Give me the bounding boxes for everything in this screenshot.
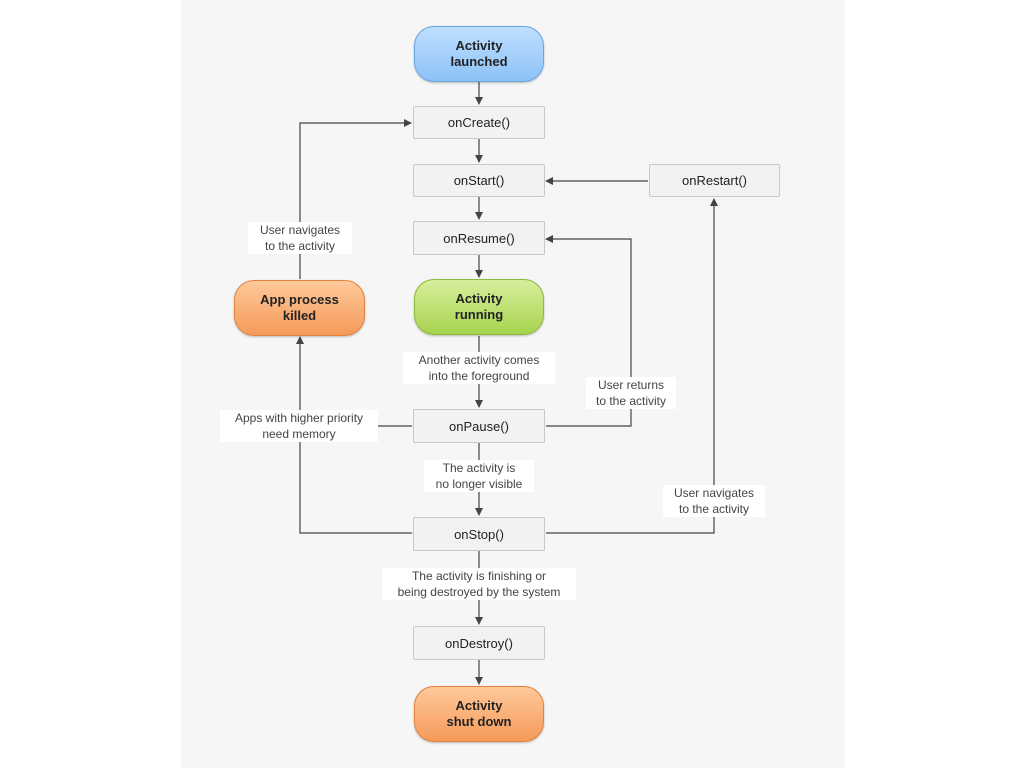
method-onresume[interactable]: onResume() bbox=[413, 221, 545, 255]
method-onrestart[interactable]: onRestart() bbox=[649, 164, 780, 197]
state-app-process-killed: App process killed bbox=[234, 280, 365, 336]
method-oncreate-label: onCreate() bbox=[447, 115, 511, 130]
arrow-onpause-to-onresume bbox=[545, 235, 632, 427]
method-onstop-label: onStop() bbox=[454, 526, 504, 542]
label-no-longer-visible: The activity is no longer visible bbox=[424, 460, 534, 492]
state-killed-label: App process killed bbox=[260, 292, 339, 323]
method-ondestroy[interactable]: onDestroy() bbox=[413, 626, 545, 660]
label-higher-priority: Apps with higher priority need memory bbox=[220, 410, 378, 442]
arrow-killed-to-oncreate bbox=[299, 119, 412, 279]
state-activity-launched: Activity launched bbox=[414, 26, 544, 82]
method-onpause-label: onPause() bbox=[449, 418, 509, 434]
method-onstart[interactable]: onStart() bbox=[413, 164, 545, 197]
label-user-returns: User returns to the activity bbox=[586, 377, 676, 409]
method-onresume-label: onResume() bbox=[443, 230, 515, 246]
arrow-onstop-to-killed bbox=[296, 336, 412, 534]
arrow-onstop-to-onrestart bbox=[546, 198, 718, 534]
method-oncreate[interactable]: onCreate() bbox=[413, 106, 545, 139]
method-onrestart-label: onRestart() bbox=[681, 173, 748, 188]
method-onstop[interactable]: onStop() bbox=[413, 517, 545, 551]
label-user-navigates-left: User navigates to the activity bbox=[248, 222, 352, 254]
state-shutdown-label: Activity shut down bbox=[446, 698, 512, 729]
method-ondestroy-label: onDestroy() bbox=[445, 635, 513, 651]
state-running-label: Activity running bbox=[454, 291, 504, 322]
label-finishing: The activity is finishing or being destr… bbox=[382, 568, 576, 600]
state-launched-label: Activity launched bbox=[450, 38, 508, 69]
state-activity-shut-down: Activity shut down bbox=[414, 686, 544, 742]
label-another-activity: Another activity comes into the foregrou… bbox=[403, 352, 555, 384]
state-activity-running: Activity running bbox=[414, 279, 544, 335]
label-user-navigates-right: User navigates to the activity bbox=[663, 485, 765, 517]
method-onstart-label: onStart() bbox=[453, 173, 505, 188]
method-onpause[interactable]: onPause() bbox=[413, 409, 545, 443]
